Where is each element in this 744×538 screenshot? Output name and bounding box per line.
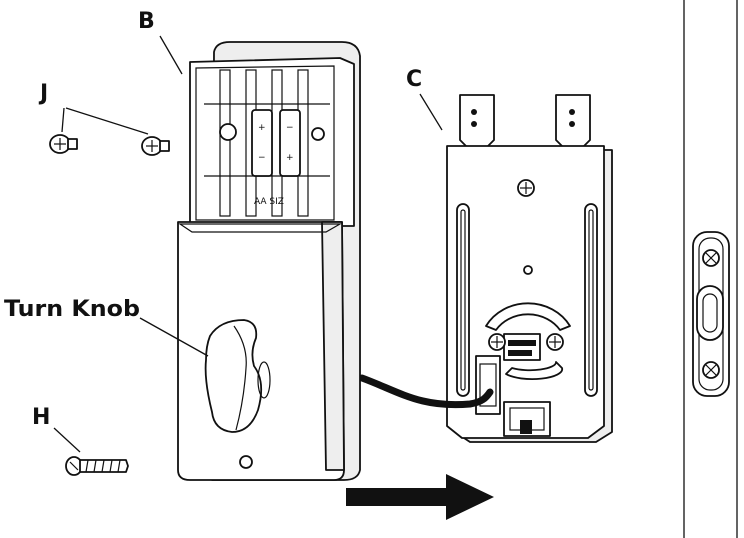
leader-h (54, 428, 80, 452)
leader-b (160, 36, 182, 74)
callout-b: B (138, 9, 155, 34)
direction-arrow (346, 474, 494, 520)
callout-turn-knob: Turn Knob (4, 297, 140, 322)
interior-assembly: + − − + AA SIZ (178, 42, 360, 480)
screw-h (66, 457, 128, 475)
screw-j-left (50, 135, 77, 153)
battery-size-text: AA SIZ (254, 197, 284, 207)
battery-plus-2: + (286, 153, 294, 163)
callout-c: C (406, 67, 422, 92)
callout-h: H (32, 405, 50, 430)
leader-j-left (62, 108, 64, 132)
screw-j-right (142, 137, 169, 155)
battery-minus-1: − (258, 153, 266, 163)
leader-c (420, 94, 442, 130)
battery-plus-1: + (258, 123, 266, 133)
latch-plate (693, 232, 729, 396)
leader-j-right (66, 108, 148, 134)
battery-minus-2: − (286, 123, 294, 133)
mounting-plate (447, 95, 612, 442)
callout-j: J (38, 81, 48, 106)
